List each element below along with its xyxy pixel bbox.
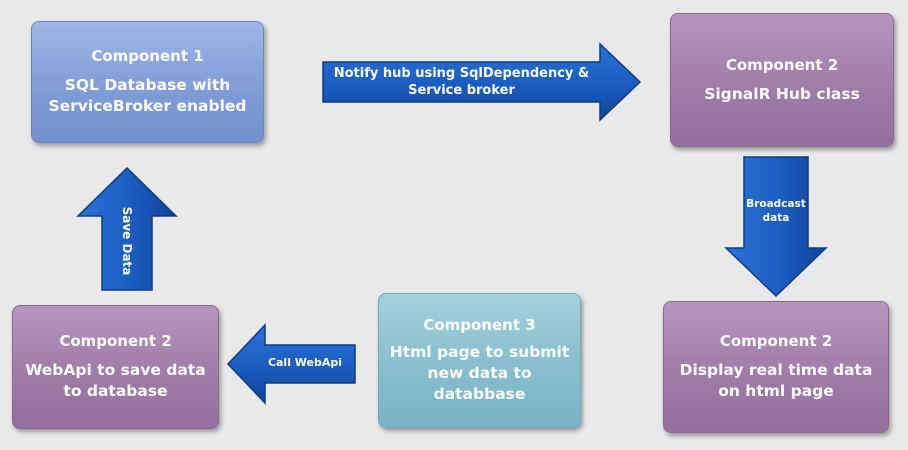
broadcast-label-line: Broadcast — [746, 198, 806, 210]
box-text: Display real time data — [679, 361, 873, 379]
save-data-label-text: Save Data — [120, 206, 134, 276]
box-text: SQL Database with — [64, 76, 231, 94]
box-text: WebApi to save data — [25, 361, 206, 379]
html-page-box: Component 3 Html page to submit new data… — [378, 293, 581, 428]
box-title: Component 2 — [719, 332, 833, 350]
box-title: Component 2 — [725, 55, 839, 74]
box-title: Component 2 — [59, 332, 172, 350]
box-text: on html page — [718, 382, 834, 400]
notify-arrow — [322, 42, 642, 122]
call-webapi-arrow-label: Call WebApi — [258, 356, 352, 370]
box-text: SignalR Hub class — [704, 84, 860, 103]
broadcast-arrow-label: Broadcast data — [744, 197, 808, 225]
box-title: Component 1 — [91, 47, 204, 65]
signalr-hub-box: Component 2 SignalR Hub class — [670, 13, 894, 147]
box-text: databbase — [433, 385, 526, 403]
call-webapi-arrow — [226, 323, 356, 405]
notify-label-line: Notify hub using SqlDependency & — [333, 66, 590, 81]
broadcast-label-line: data — [762, 212, 790, 224]
box-title: Component 3 — [423, 316, 536, 334]
display-data-box: Component 2 Display real time data on ht… — [663, 301, 889, 433]
call-webapi-label-text: Call WebApi — [267, 356, 343, 369]
save-data-arrow — [76, 166, 178, 291]
broadcast-arrow — [724, 156, 828, 298]
box-text: ServiceBroker enabled — [48, 97, 247, 115]
webapi-box: Component 2 WebApi to save data to datab… — [12, 305, 219, 429]
save-data-arrow-label: Save Data — [120, 201, 134, 281]
box-text: new data to — [427, 364, 532, 382]
box-text: to database — [63, 382, 168, 400]
notify-arrow-label: Notify hub using SqlDependency & Service… — [323, 65, 600, 99]
sql-database-box: Component 1 SQL Database with ServiceBro… — [31, 21, 264, 143]
box-text: Html page to submit — [389, 343, 570, 361]
notify-label-line: Service broker — [408, 83, 515, 98]
